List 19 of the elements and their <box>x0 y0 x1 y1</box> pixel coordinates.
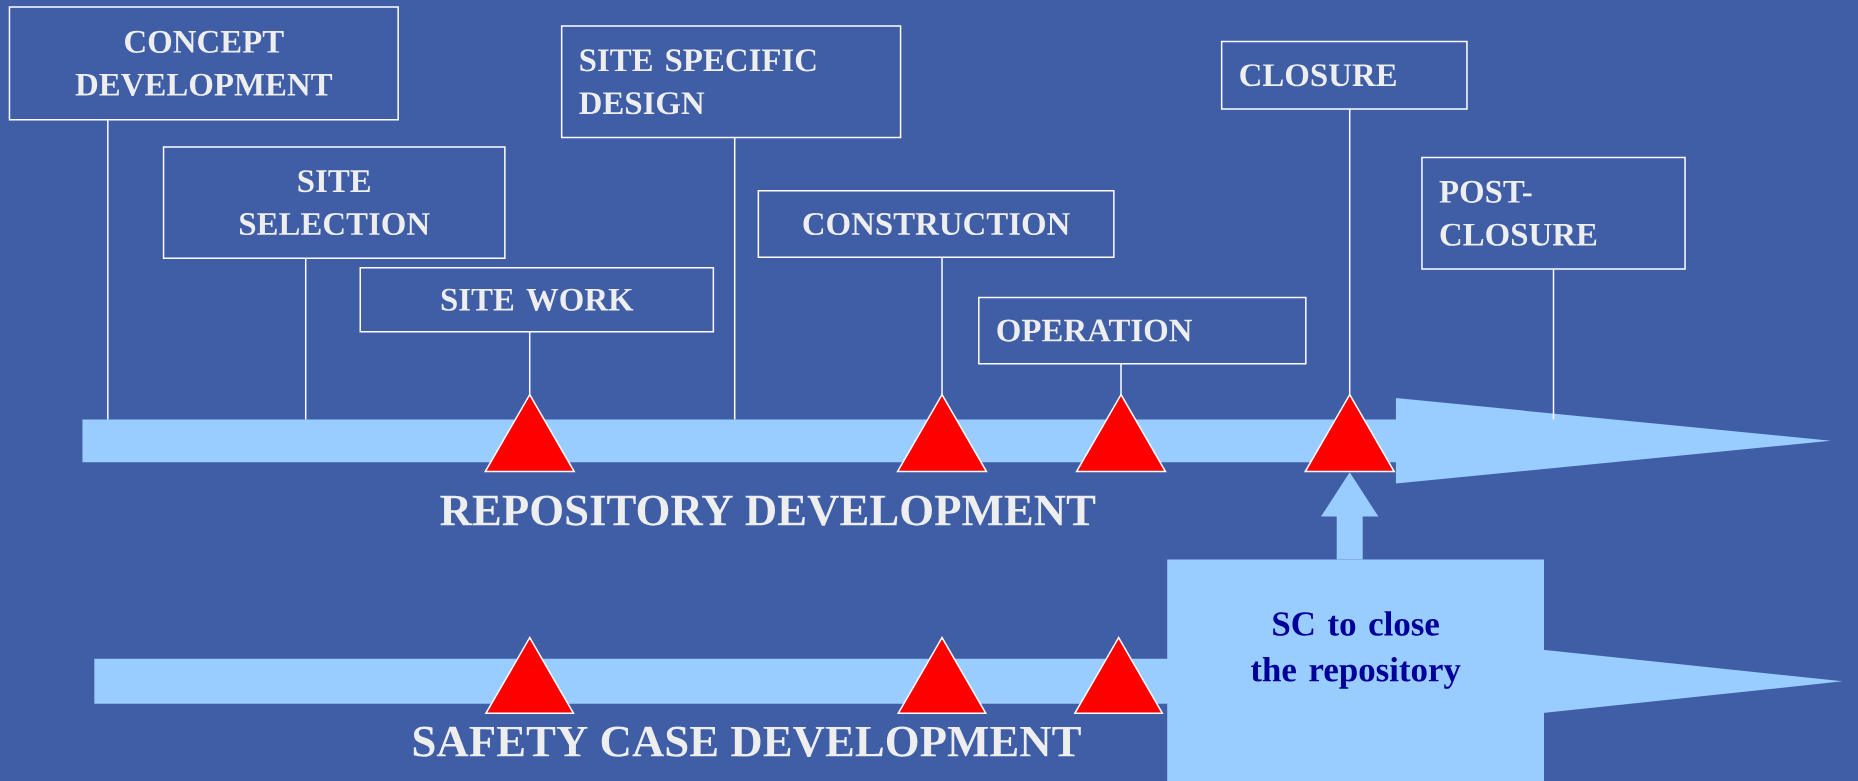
phase-box: CLOSURE <box>1220 40 1468 110</box>
phase-box: SITE SPECIFIC DESIGN <box>560 25 902 139</box>
leader-line <box>528 331 531 396</box>
phase-box: SITE WORK <box>359 267 715 333</box>
phase-box: SITE SELECTION <box>162 146 506 260</box>
phase-box: CONSTRUCTION <box>757 190 1115 258</box>
leader-line <box>1348 108 1351 396</box>
leader-line <box>1120 363 1122 396</box>
leader-line <box>107 118 109 421</box>
leader-line <box>304 257 307 421</box>
phase-box: POST-CLOSURE <box>1421 156 1686 270</box>
leader-line <box>1552 268 1555 421</box>
phase-box: CONCEPT DEVELOPMENT <box>8 6 399 121</box>
leader-line <box>733 136 736 421</box>
leader-line <box>941 256 943 396</box>
callout-box: SC to close the repository <box>1167 559 1544 781</box>
arrow-label: REPOSITORY DEVELOPMENT <box>440 495 1096 526</box>
arrow-label: SAFETY CASE DEVELOPMENT <box>413 726 1081 757</box>
phase-box: OPERATION <box>978 296 1307 365</box>
